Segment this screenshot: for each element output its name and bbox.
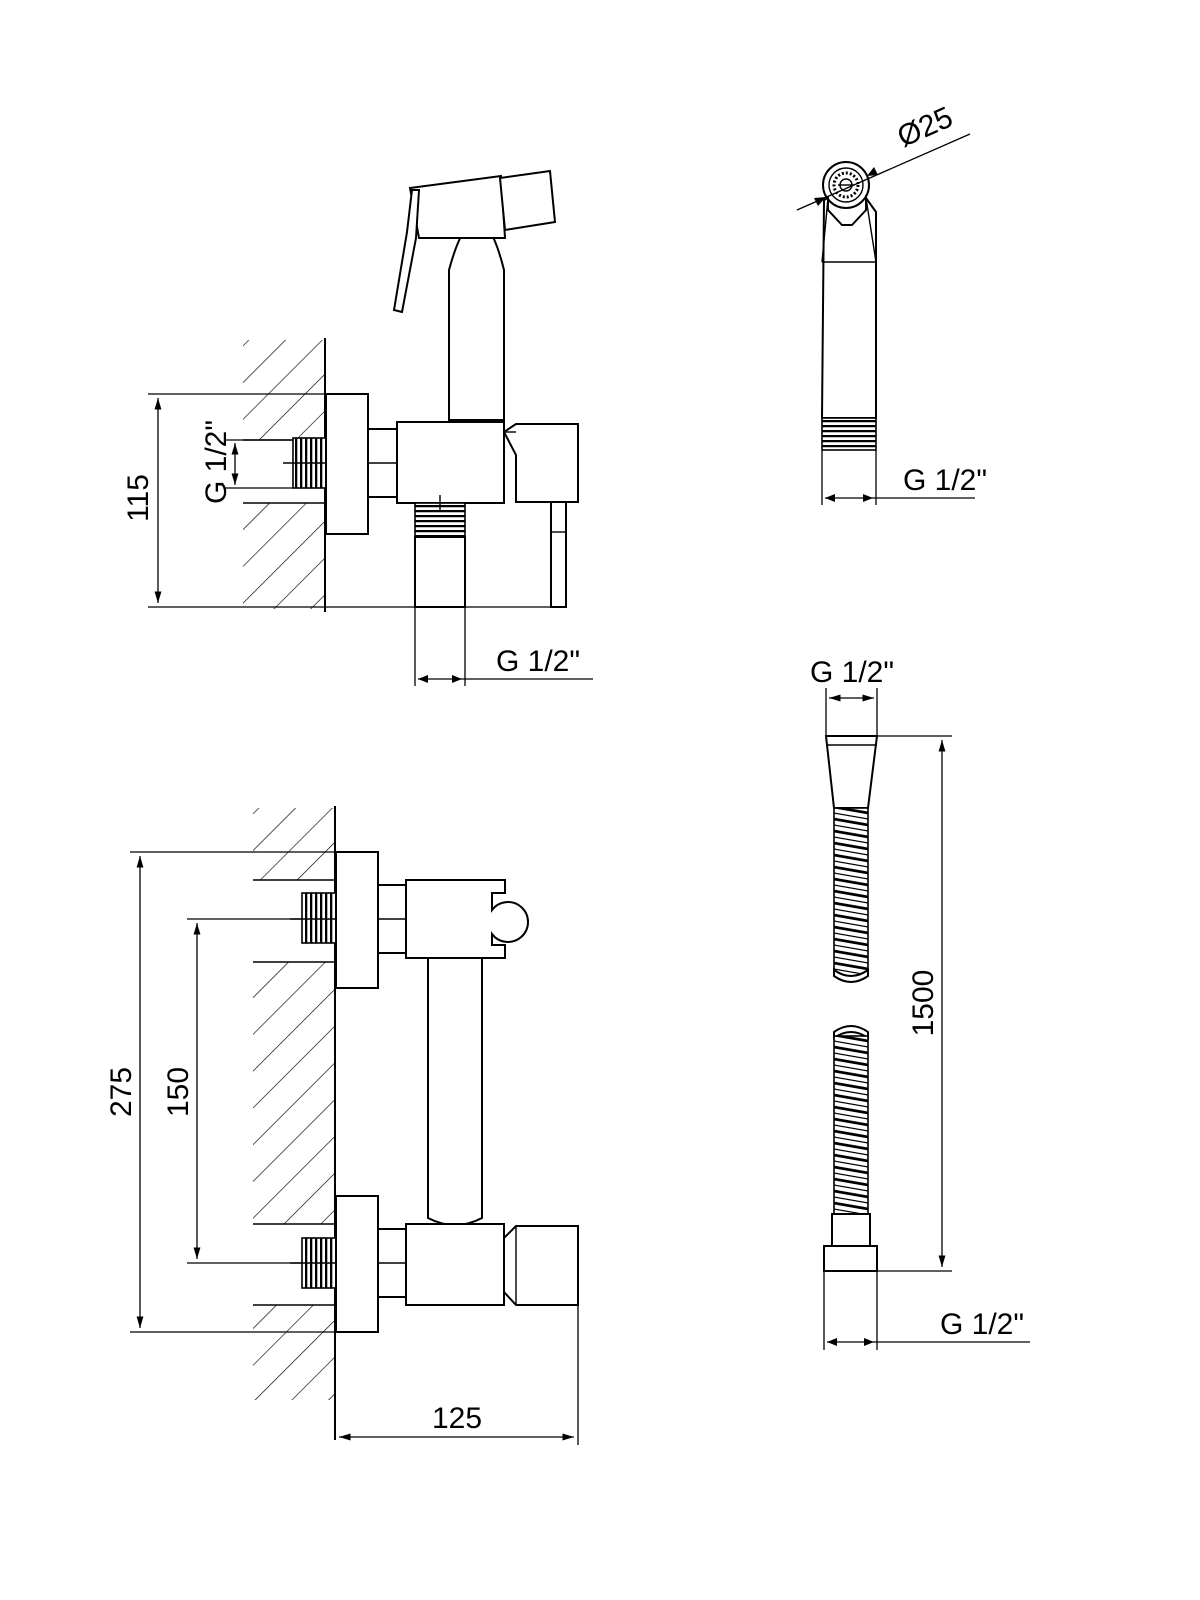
lower-valve-body (405, 1223, 505, 1306)
label-1500: 1500 (907, 970, 940, 1037)
spray-nozzle-ring (832, 171, 860, 199)
hose-lower (833, 1035, 869, 1215)
label-275: 275 (105, 1067, 138, 1117)
wall-section-top (243, 338, 326, 612)
dim-handset-thread: G 1/2" (821, 450, 987, 505)
valve-body (396, 421, 505, 504)
label-diameter: Ø25 (893, 101, 958, 154)
side-view: 115 G 1/2" G 1/2" (122, 169, 593, 686)
dim-diameter: Ø25 (796, 101, 971, 211)
hose-top-ferrule (824, 735, 879, 809)
dim-150: 150 (162, 918, 302, 1264)
bidet-handset (392, 169, 557, 314)
handle-lever (550, 501, 567, 608)
handset-thread (821, 417, 877, 451)
label-hose-bottom-thread: G 1/2" (940, 1308, 1024, 1341)
label-inlet-thread: G 1/2" (200, 420, 233, 504)
valve-handle (502, 423, 579, 503)
label-hose-top-thread: G 1/2" (810, 656, 894, 689)
upper-escutcheon (335, 851, 379, 989)
holder-neck (448, 218, 505, 421)
label-125: 125 (432, 1402, 482, 1435)
dim-275: 275 (105, 851, 378, 1333)
upper-inlet-thread (301, 892, 337, 944)
handset-view: Ø25 G 1/2" (796, 101, 987, 505)
wall-section-bottom (253, 806, 336, 1440)
front-view: 275 150 125 (105, 806, 579, 1445)
riser-pipe (427, 957, 483, 1226)
label-150: 150 (162, 1067, 195, 1117)
label-outlet-thread: G 1/2" (496, 645, 580, 678)
dim-outlet-thread: G 1/2" (414, 607, 593, 686)
hose-bottom-ferrule-neck (831, 1213, 871, 1247)
dim-125: 125 (339, 1305, 579, 1445)
label-115: 115 (122, 474, 155, 522)
dim-115: 115 (122, 393, 553, 608)
hose-view: G 1/2" 1500 G 1/2" (810, 656, 1030, 1350)
dim-inlet-thread: G 1/2" (200, 420, 293, 504)
dim-hose-bottom-thread: G 1/2" (823, 1271, 1030, 1350)
handset-holder (405, 879, 529, 959)
hose-upper (833, 807, 869, 977)
handset-body (820, 194, 877, 419)
dim-1500: 1500 (877, 735, 952, 1272)
hose-bottom-nut (823, 1245, 878, 1272)
dim-hose-top-thread: G 1/2" (810, 656, 894, 736)
label-handset-thread: G 1/2" (903, 464, 987, 497)
wall-escutcheon (325, 393, 369, 535)
lower-escutcheon (335, 1195, 379, 1333)
lower-valve-handle (503, 1225, 579, 1306)
